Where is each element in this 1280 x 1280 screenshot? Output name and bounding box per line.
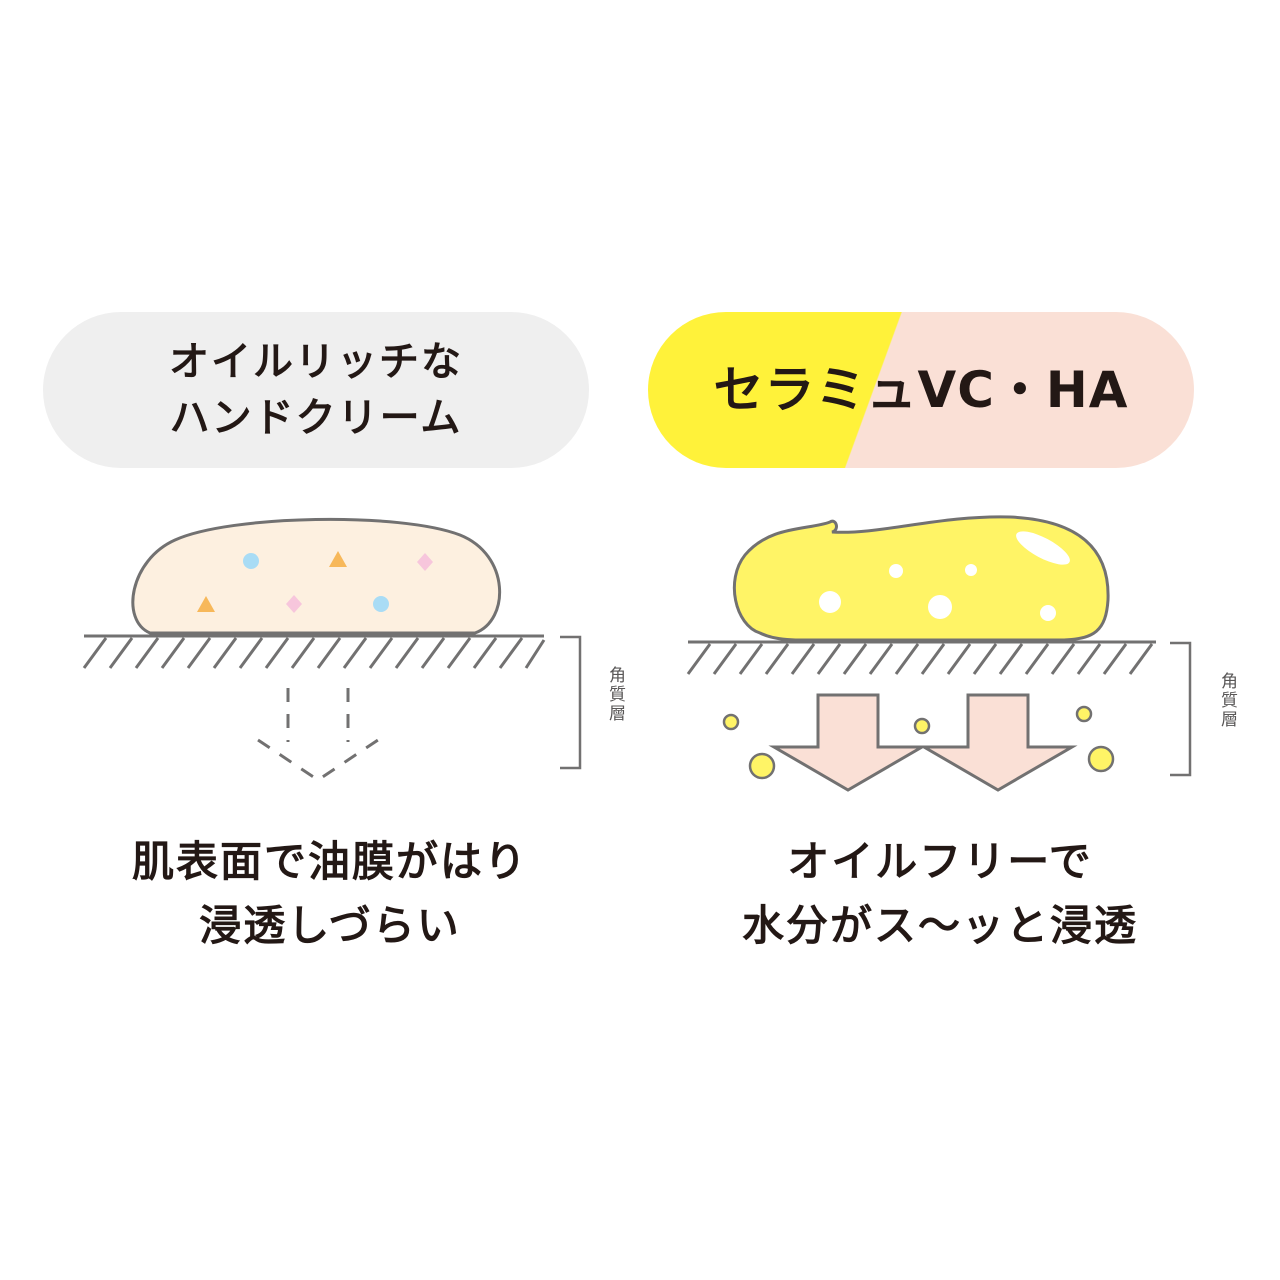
pill-label: オイルリッチな ハンドクリーム xyxy=(169,334,463,446)
stratum-corneum-label: 角質層 xyxy=(1217,672,1237,729)
oil-cream-illustration xyxy=(82,517,582,782)
blue-dot-particle xyxy=(373,596,389,612)
caption-line-2: 水分がス〜ッと浸透 xyxy=(741,901,1138,950)
skin-hatching xyxy=(82,637,546,669)
penetration-arrow xyxy=(918,693,1078,792)
caption-line-2: 浸透しづらい xyxy=(199,901,461,950)
orange-triangle-particle xyxy=(197,596,215,612)
moisture-droplet xyxy=(722,713,740,731)
right-caption: オイルフリーで 水分がス〜ッと浸透 xyxy=(620,830,1260,958)
bubble xyxy=(1040,605,1056,621)
pill-line-1: オイルリッチな xyxy=(169,339,463,385)
stratum-corneum-bracket xyxy=(560,635,582,770)
moisture-droplet xyxy=(1087,745,1115,773)
left-panel: オイルリッチな ハンドクリーム xyxy=(43,312,625,950)
bubble xyxy=(928,595,952,619)
caption-line-1: 肌表面で油膜がはり xyxy=(131,837,528,886)
right-panel: セラミュVC・HA xyxy=(640,0,1280,1280)
bubble xyxy=(889,564,903,578)
oil-free-gel-illustration xyxy=(686,515,1192,792)
left-caption: 肌表面で油膜がはり 浸透しづらい xyxy=(10,830,650,958)
product-name: セラミュVC・HA xyxy=(713,361,1129,419)
blue-dot-particle xyxy=(243,553,259,569)
moisture-droplet xyxy=(748,752,776,780)
bubble xyxy=(965,564,977,576)
bubble xyxy=(819,591,841,613)
oil-rich-cream-pill: オイルリッチな ハンドクリーム xyxy=(43,312,589,468)
skin-hatching xyxy=(686,643,1154,675)
moisture-droplet xyxy=(913,717,931,735)
cream-blob xyxy=(131,517,502,635)
stratum-corneum-bracket xyxy=(1170,641,1192,777)
pink-diamond-particle xyxy=(286,595,302,613)
caption-line-1: オイルフリーで xyxy=(787,837,1093,886)
dashed-down-arrow xyxy=(257,688,379,782)
moisture-droplet xyxy=(1075,705,1093,723)
gel-blob xyxy=(732,515,1110,642)
stratum-corneum-label: 角質層 xyxy=(605,666,625,723)
orange-triangle-particle xyxy=(329,551,347,567)
pink-diamond-particle xyxy=(417,553,433,571)
penetration-arrow xyxy=(768,693,928,792)
gel-highlight xyxy=(1016,531,1070,565)
product-name-pill: セラミュVC・HA xyxy=(648,312,1194,468)
pill-line-2: ハンドクリーム xyxy=(169,395,463,441)
